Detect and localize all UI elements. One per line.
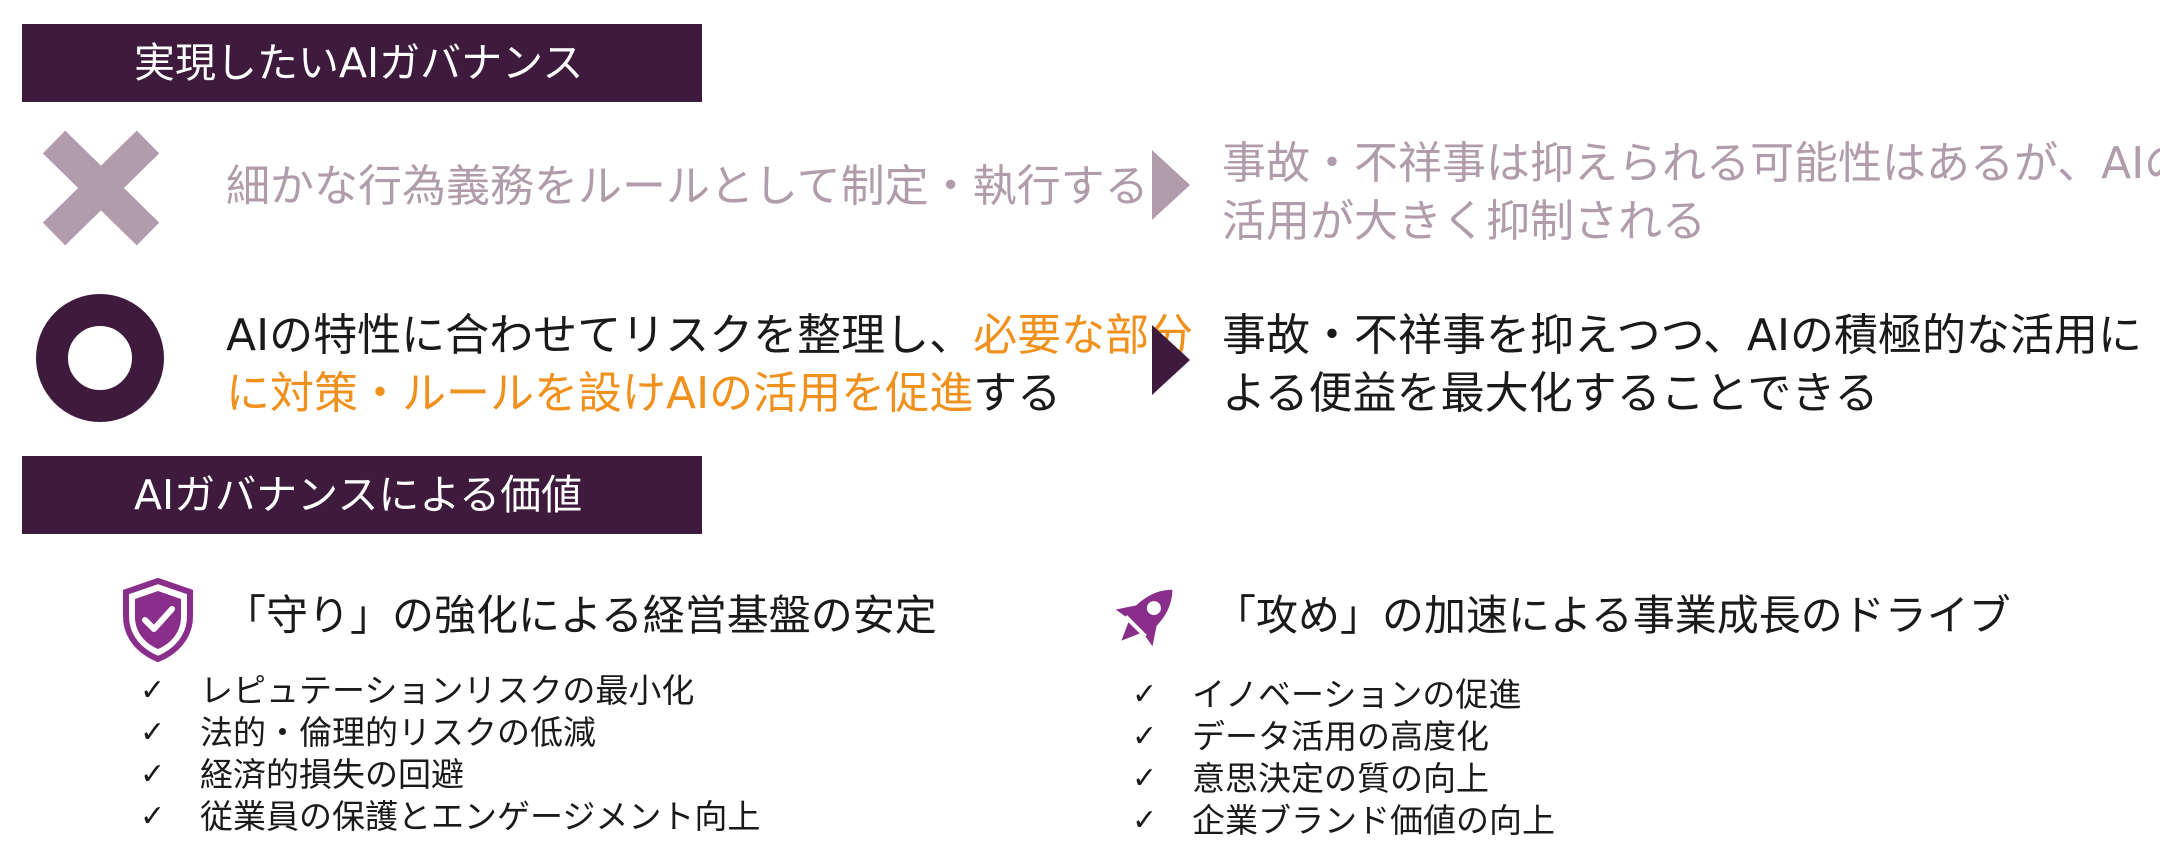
- offense-title: 「攻め」の加速による事業成長のドライブ: [1214, 591, 2011, 640]
- good-result-line: 事故・不祥事を抑えつつ、AIの積極的な活用に: [1222, 310, 2142, 361]
- rocket-icon: [1115, 589, 1173, 647]
- good-approach-text: AIの特性に合わせてリスクを整理し、必要な部分 に対策・ルールを設けAIの活用を…: [226, 307, 1193, 423]
- good-approach-line: AIの特性に合わせてリスクを整理し、必要な部分: [226, 307, 1193, 365]
- good-approach-line: に対策・ルールを設けAIの活用を促進する: [226, 365, 1193, 423]
- list-item-label: イノベーションの促進: [1192, 675, 1522, 714]
- bad-approach-label: 細かな行為義務をルールとして制定・執行する: [226, 161, 1149, 212]
- checkmark-icon: ✓: [1132, 803, 1158, 838]
- list-item: ✓ 経済的損失の回避: [140, 754, 760, 796]
- list-item: ✓ 従業員の保護とエンゲージメント向上: [140, 796, 760, 838]
- section-header-governance-value: AIガバナンスによる価値: [22, 456, 702, 534]
- list-item-label: 従業員の保護とエンゲージメント向上: [200, 797, 761, 836]
- list-item: ✓ 企業ブランド価値の向上: [1132, 800, 1555, 842]
- checkmark-icon: ✓: [140, 673, 166, 708]
- bad-approach-text: 細かな行為義務をルールとして制定・執行する: [226, 158, 1149, 216]
- offense-checklist: ✓ イノベーションの促進 ✓ データ活用の高度化 ✓ 意思決定の質の向上 ✓ 企業ブラン…: [1132, 674, 1555, 842]
- triangle-arrow-icon: [1152, 325, 1190, 395]
- defense-checklist: ✓ レピュテーションリスクの最小化 ✓ 法的・倫理的リスクの低減 ✓ 経済的損失の回避…: [140, 670, 760, 838]
- bad-result-line: 活用が大きく抑制される: [1222, 196, 1706, 247]
- good-approach-plain: AIの特性に合わせてリスクを整理し、: [226, 310, 974, 361]
- cross-icon: [42, 130, 160, 246]
- list-item-label: データ活用の高度化: [1192, 717, 1489, 756]
- bad-result-text: 事故・不祥事は抑えられる可能性はあるが、AIの 活用が大きく抑制される: [1222, 135, 2160, 251]
- good-result-line: よる便益を最大化することできる: [1222, 368, 1879, 419]
- list-item-label: レピュテーションリスクの最小化: [200, 671, 695, 710]
- list-item-label: 経済的損失の回避: [200, 755, 464, 794]
- triangle-arrow-icon: [1152, 150, 1190, 220]
- section-header-ideal-governance: 実現したいAIガバナンス: [22, 24, 702, 102]
- checkmark-icon: ✓: [140, 757, 166, 792]
- checkmark-icon: ✓: [1132, 719, 1158, 754]
- list-item: ✓ データ活用の高度化: [1132, 716, 1555, 758]
- list-item: ✓ 法的・倫理的リスクの低減: [140, 712, 760, 754]
- list-item: ✓ イノベーションの促進: [1132, 674, 1555, 716]
- defense-title: 「守り」の強化による経営基盤の安定: [224, 591, 937, 640]
- section-title: 実現したいAIガバナンス: [134, 39, 584, 87]
- checkmark-icon: ✓: [140, 799, 166, 834]
- list-item: ✓ 意思決定の質の向上: [1132, 758, 1555, 800]
- list-item-label: 意思決定の質の向上: [1192, 759, 1489, 798]
- checkmark-icon: ✓: [140, 715, 166, 750]
- good-approach-plain: する: [973, 368, 1062, 419]
- section-title: AIガバナンスによる価値: [134, 471, 583, 519]
- shield-check-icon: [123, 578, 193, 662]
- list-item: ✓ レピュテーションリスクの最小化: [140, 670, 760, 712]
- circle-icon: [36, 294, 164, 422]
- checkmark-icon: ✓: [1132, 761, 1158, 796]
- good-approach-highlight: に対策・ルールを設けAIの活用を促進: [226, 368, 974, 419]
- bad-result-line: 事故・不祥事は抑えられる可能性はあるが、AIの: [1222, 138, 2160, 189]
- list-item-label: 法的・倫理的リスクの低減: [200, 713, 596, 752]
- good-result-text: 事故・不祥事を抑えつつ、AIの積極的な活用に よる便益を最大化することできる: [1222, 307, 2142, 423]
- list-item-label: 企業ブランド価値の向上: [1192, 801, 1555, 840]
- checkmark-icon: ✓: [1132, 677, 1158, 712]
